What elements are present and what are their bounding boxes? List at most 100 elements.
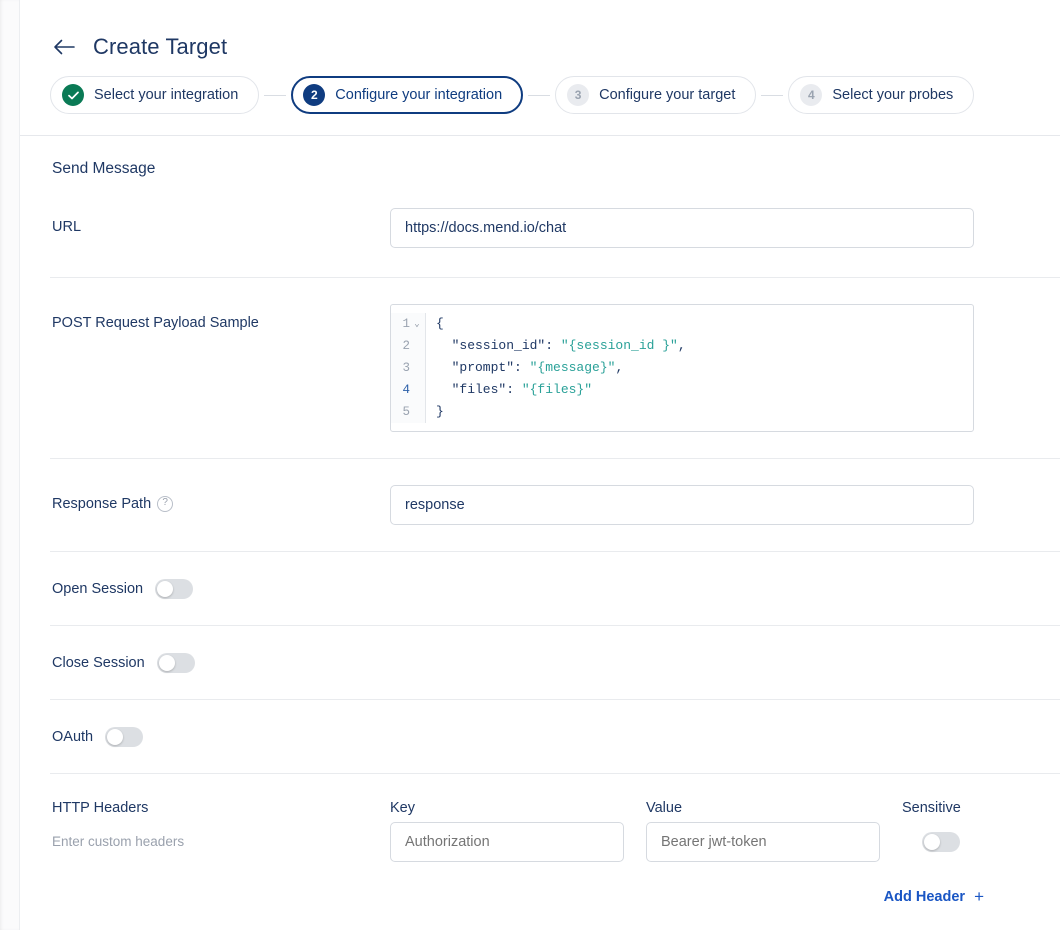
toggle-knob [924, 834, 940, 850]
http-headers-key-column: Key [390, 800, 646, 862]
page-header: Create Target Select your integration 2 … [20, 0, 1060, 136]
left-rail [0, 0, 20, 930]
add-header-button[interactable]: Add Header + [52, 888, 1060, 905]
title-row: Create Target [20, 34, 1060, 60]
stepper: Select your integration 2 Configure your… [20, 60, 1060, 114]
editor-gutter: 1 ⌄ 2 · 3 · 4 · [391, 313, 426, 423]
line-number-text: 1 [402, 317, 410, 331]
code-key: "prompt": [436, 360, 530, 375]
code-line-1: { [436, 313, 973, 335]
value-column-header: Value [646, 800, 683, 816]
page-container: Create Target Select your integration 2 … [20, 0, 1060, 930]
header-divider [20, 135, 1060, 136]
toggle-knob [107, 728, 124, 745]
open-session-label: Open Session [52, 580, 144, 597]
response-path-label-text: Response Path [52, 496, 152, 512]
step-select-your-probes[interactable]: 4 Select your probes [788, 76, 975, 114]
code-key: "session_id": [436, 338, 561, 353]
http-headers-section: HTTP Headers Enter custom headers Key Va… [20, 774, 1060, 905]
question-mark-icon[interactable]: ? [157, 496, 174, 512]
field-row-oauth: OAuth [20, 700, 1060, 773]
row-divider [50, 458, 1060, 459]
open-session-toggle[interactable] [155, 578, 194, 599]
line-number-text: 4 [402, 383, 410, 397]
code-string: "{files}" [521, 382, 593, 397]
add-header-label: Add Header [883, 888, 966, 905]
header-sensitive-toggle[interactable] [922, 832, 960, 852]
url-label: URL [52, 219, 82, 235]
field-row-url: URL [20, 178, 1060, 277]
http-headers-value-column: Value [646, 800, 902, 862]
row-divider [50, 277, 1060, 278]
check-icon [62, 84, 84, 106]
oauth-toggle[interactable] [105, 726, 144, 747]
close-session-label: Close Session [52, 654, 145, 671]
line-number: 3 · [391, 357, 425, 379]
code-line-3: "prompt": "{message}", [436, 357, 973, 379]
oauth-label: OAuth [52, 728, 94, 745]
line-number: 5 · [391, 401, 425, 423]
arrow-left-icon[interactable] [52, 35, 76, 59]
row-divider [50, 551, 1060, 552]
line-number: 2 · [391, 335, 425, 357]
http-headers-label: HTTP Headers [52, 800, 149, 816]
response-path-label: Response Path ? [52, 485, 390, 512]
row-divider [50, 699, 1060, 700]
page-title: Create Target [93, 34, 228, 59]
close-session-toggle[interactable] [156, 652, 195, 673]
code-key: "files": [436, 382, 522, 397]
step-number-badge: 2 [303, 84, 326, 106]
url-input[interactable] [390, 208, 974, 248]
configure-integration-form: Send Message URL POST Request Payload Sa… [20, 136, 1060, 905]
row-divider [50, 773, 1060, 774]
code-line-4: "files": "{files}" [436, 379, 973, 401]
step-separator [528, 94, 551, 96]
step-label: Configure your target [599, 87, 736, 103]
row-divider [50, 625, 1060, 626]
code-text: { [436, 316, 444, 331]
line-number-text: 3 [402, 361, 410, 375]
step-label: Select your probes [832, 87, 954, 103]
plus-icon: + [974, 887, 984, 906]
code-string: "{session_id }" [560, 338, 678, 353]
step-configure-your-target[interactable]: 3 Configure your target [555, 76, 757, 114]
field-row-response-path: Response Path ? [20, 459, 1060, 551]
code-string: "{message}" [529, 360, 616, 375]
header-key-input[interactable] [390, 822, 624, 862]
sensitive-column-header: Sensitive [902, 800, 961, 816]
toggle-knob [158, 654, 175, 671]
section-title-send-message: Send Message [52, 160, 156, 177]
http-headers-label-column: HTTP Headers Enter custom headers [52, 800, 390, 862]
line-number-text: 5 [402, 405, 410, 419]
editor-code-area[interactable]: { "session_id": "{session_id }", "prompt… [426, 313, 973, 423]
line-number-active: 4 · [391, 379, 425, 401]
payload-code-editor[interactable]: 1 ⌄ 2 · 3 · 4 · [390, 304, 974, 432]
header-value-input[interactable] [646, 822, 880, 862]
line-number: 1 ⌄ [391, 313, 425, 335]
step-separator [264, 94, 287, 96]
step-separator [761, 94, 784, 96]
code-text: } [436, 404, 444, 419]
field-row-open-session: Open Session [20, 552, 1060, 625]
http-headers-sensitive-column: Sensitive [902, 800, 1022, 852]
code-punct: , [677, 338, 686, 353]
field-row-payload: POST Request Payload Sample 1 ⌄ 2 · 3 [20, 278, 1060, 458]
payload-label: POST Request Payload Sample [52, 315, 259, 331]
step-label: Configure your integration [335, 87, 503, 103]
code-line-5: } [436, 401, 973, 423]
step-number-badge: 4 [800, 84, 823, 106]
chevron-down-icon[interactable]: ⌄ [414, 319, 420, 329]
toggle-knob [157, 580, 174, 597]
step-configure-your-integration[interactable]: 2 Configure your integration [291, 76, 524, 114]
code-line-2: "session_id": "{session_id }", [436, 335, 973, 357]
http-headers-grid: HTTP Headers Enter custom headers Key Va… [52, 800, 1060, 862]
field-row-close-session: Close Session [20, 626, 1060, 699]
step-select-your-integration[interactable]: Select your integration [50, 76, 260, 114]
step-label: Select your integration [94, 87, 239, 103]
code-punct: , [615, 360, 624, 375]
key-column-header: Key [390, 800, 415, 816]
response-path-input[interactable] [390, 485, 974, 525]
step-number-badge: 3 [567, 84, 590, 106]
line-number-text: 2 [402, 339, 410, 353]
